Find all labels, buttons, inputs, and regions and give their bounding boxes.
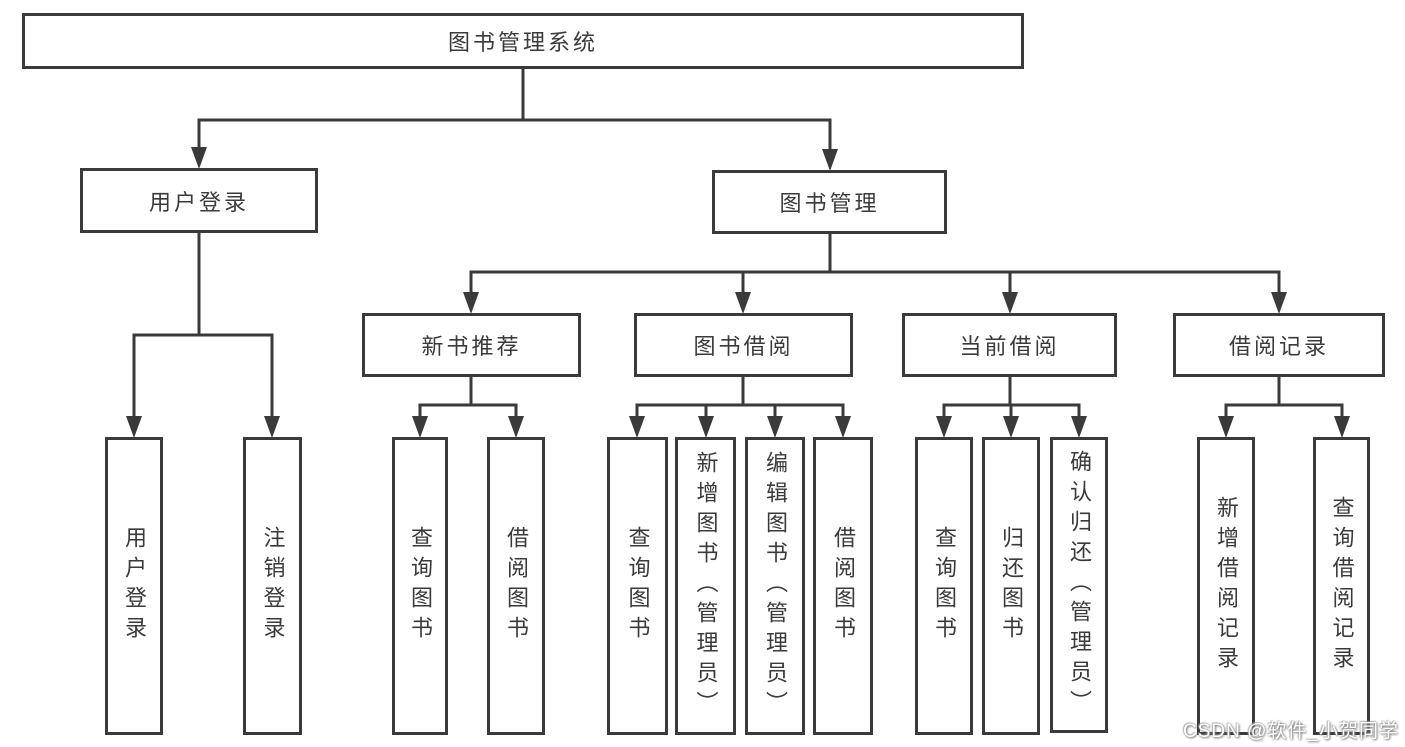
- node-user-login-group: 用户登录: [80, 168, 318, 233]
- leaf-label: 归还图书: [999, 526, 1024, 646]
- csdn-watermark: CSDN @软件_小贺同学: [1183, 721, 1399, 742]
- leaf-query-books-borrow: 查询图书: [607, 437, 668, 735]
- leaf-query-books-current: 查询图书: [915, 437, 973, 735]
- leaf-label: 借阅图书: [504, 526, 529, 646]
- leaf-label: 确认归还（管理员）: [1067, 450, 1092, 720]
- leaf-label: 注销登录: [260, 526, 286, 646]
- leaf-label: 查询借阅记录: [1329, 496, 1355, 676]
- connector-new-book-subtree: [412, 375, 524, 438]
- node-label: 图书管理: [779, 191, 880, 216]
- leaf-query-borrow-record: 查询借阅记录: [1313, 437, 1370, 735]
- node-borrowing-records: 借阅记录: [1173, 313, 1385, 377]
- node-library-management-system: 图书管理系统: [22, 13, 1024, 69]
- leaf-label: 查询图书: [625, 526, 651, 646]
- leaf-borrow-books-recommend: 借阅图书: [487, 437, 545, 735]
- connector-book-management-subtree: [463, 232, 1287, 314]
- connector-current-borrow-subtree: [936, 375, 1087, 438]
- leaf-label: 新增图书（管理员）: [693, 451, 719, 721]
- leaf-add-borrow-record: 新增借阅记录: [1197, 437, 1255, 735]
- node-book-borrowing: 图书借阅: [634, 313, 853, 377]
- node-book-management-group: 图书管理: [712, 170, 947, 234]
- leaf-edit-books-admin: 编辑图书（管理员）: [745, 437, 805, 735]
- leaf-label: 新增借阅记录: [1214, 496, 1239, 676]
- connector-user-login-subtree: [126, 231, 280, 438]
- leaf-label: 借阅图书: [831, 526, 856, 646]
- node-label: 新书推荐: [421, 334, 522, 359]
- node-label: 借阅记录: [1228, 334, 1329, 359]
- leaf-label: 编辑图书（管理员）: [763, 451, 788, 721]
- leaf-add-books-admin: 新增图书（管理员）: [675, 437, 736, 735]
- node-label: 用户登录: [148, 189, 249, 215]
- node-current-borrowing: 当前借阅: [902, 313, 1117, 377]
- leaf-logout: 注销登录: [243, 437, 302, 735]
- connector-borrow-records-subtree: [1218, 375, 1350, 438]
- leaf-user-login: 用户登录: [105, 437, 163, 735]
- node-label: 图书借阅: [693, 334, 794, 359]
- connector-book-borrow-subtree: [629, 375, 851, 438]
- leaf-confirm-return-admin: 确认归还（管理员）: [1050, 437, 1108, 733]
- leaf-return-books: 归还图书: [982, 437, 1040, 735]
- node-label: 当前借阅: [959, 334, 1060, 359]
- node-label: 图书管理系统: [447, 30, 598, 55]
- leaf-label: 查询图书: [408, 526, 433, 646]
- leaf-borrow-books: 借阅图书: [813, 437, 873, 735]
- leaf-label: 用户登录: [122, 526, 147, 646]
- connector-root-to-level2: [191, 67, 838, 171]
- node-new-book-recommendation: 新书推荐: [362, 313, 581, 377]
- leaf-query-books-recommend: 查询图书: [392, 437, 448, 735]
- leaf-label: 查询图书: [932, 526, 957, 646]
